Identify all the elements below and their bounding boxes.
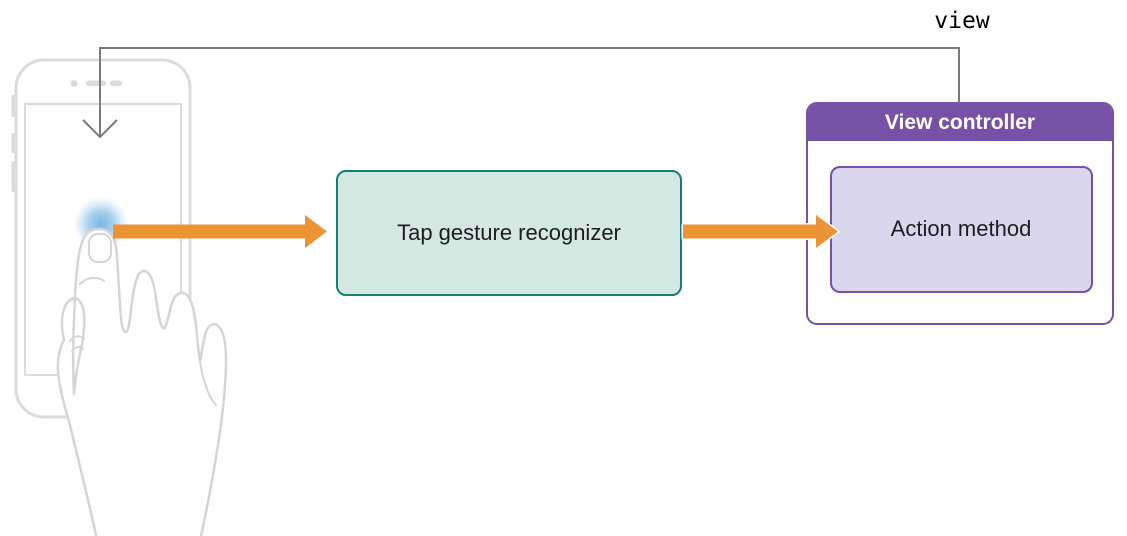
hand-outline [56,227,228,536]
phone-camera-dot [70,80,78,87]
hand-tap-illustration [56,227,228,536]
thumb-crease-1 [69,335,85,342]
phone-screen [24,103,182,376]
fingernail [88,233,112,263]
phone-volume-up-button [11,133,17,153]
phone-mute-switch [11,95,17,117]
view-controller-label: View controller [884,110,1036,134]
phone-body [14,58,192,419]
down-arrowhead-icon [82,119,118,139]
palm-crease [199,361,217,406]
touch-point-glow [74,197,128,251]
action-method-label: Action method [890,216,1032,241]
view-property-label: view [934,8,990,34]
phone-volume-down-button [11,161,17,192]
tap-gesture-recognizer-label: Tap gesture recognizer [397,220,621,245]
iphone-illustration [11,58,192,419]
phone-speaker-slot-small [110,80,122,86]
thumb-crease-2 [71,345,84,352]
action-method-node: Action method [829,165,1093,293]
view-controller-node: View controller Action method [806,102,1114,325]
arrow-touch-to-recognizer [113,215,327,248]
phone-speaker-slot [86,80,106,86]
index-knuckle-crease [79,276,105,285]
view-controller-header: View controller [808,104,1112,141]
tap-gesture-recognizer-node: Tap gesture recognizer [336,170,682,296]
